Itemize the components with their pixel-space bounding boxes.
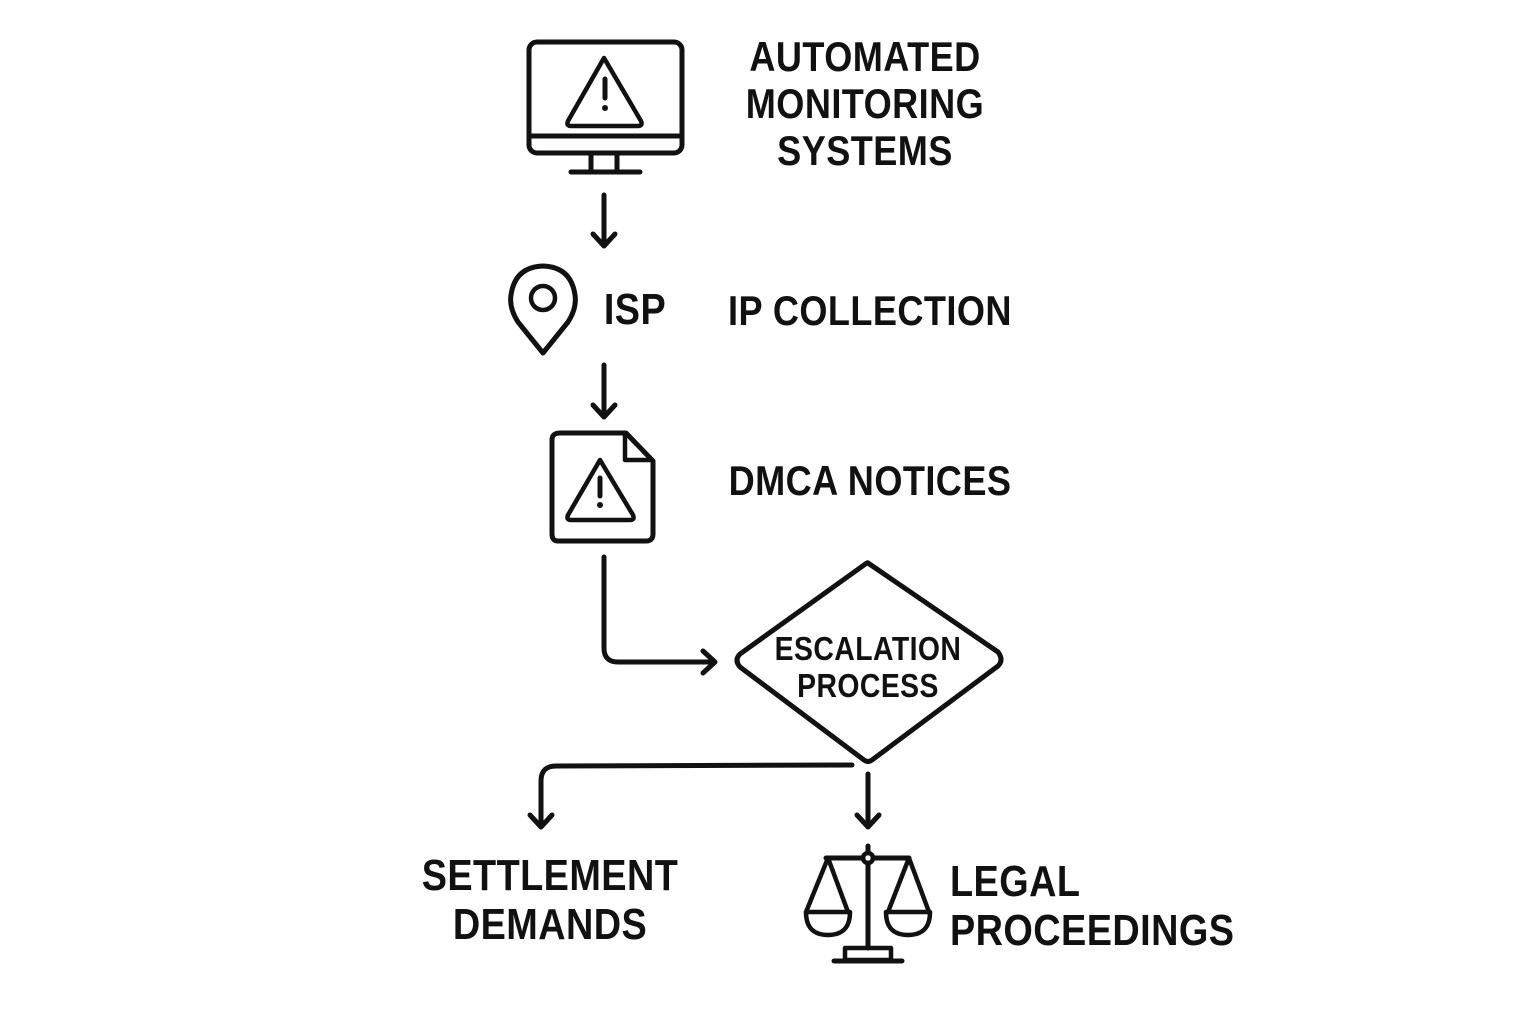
node-label-isp: ISP — [603, 285, 667, 334]
node-label-settlement: SETTLEMENT DEMANDS — [421, 851, 679, 950]
escalation-diamond — [734, 560, 1004, 764]
document-warning-icon — [549, 430, 656, 544]
arrow-isp-to-dmca — [590, 362, 618, 420]
arrow-escalation-to-legal — [854, 771, 882, 830]
location-pin-icon — [508, 263, 578, 356]
node-label-legal: LEGAL PROCEEDINGS — [950, 857, 1235, 956]
scales-of-justice-icon — [803, 843, 933, 964]
node-label-escalation: ESCALATION PROCESS — [774, 630, 962, 704]
arrow-escalation-to-settlement — [527, 762, 855, 830]
node-label-dmca: DMCA NOTICES — [728, 457, 1012, 504]
node-label-ip-collection: IP COLLECTION — [728, 287, 1012, 334]
monitor-warning-icon — [526, 39, 685, 175]
arrow-dmca-to-escalation — [601, 554, 718, 676]
arrow-monitoring-to-isp — [590, 192, 618, 249]
node-label-monitoring: AUTOMATED MONITORING SYSTEMS — [745, 33, 985, 175]
